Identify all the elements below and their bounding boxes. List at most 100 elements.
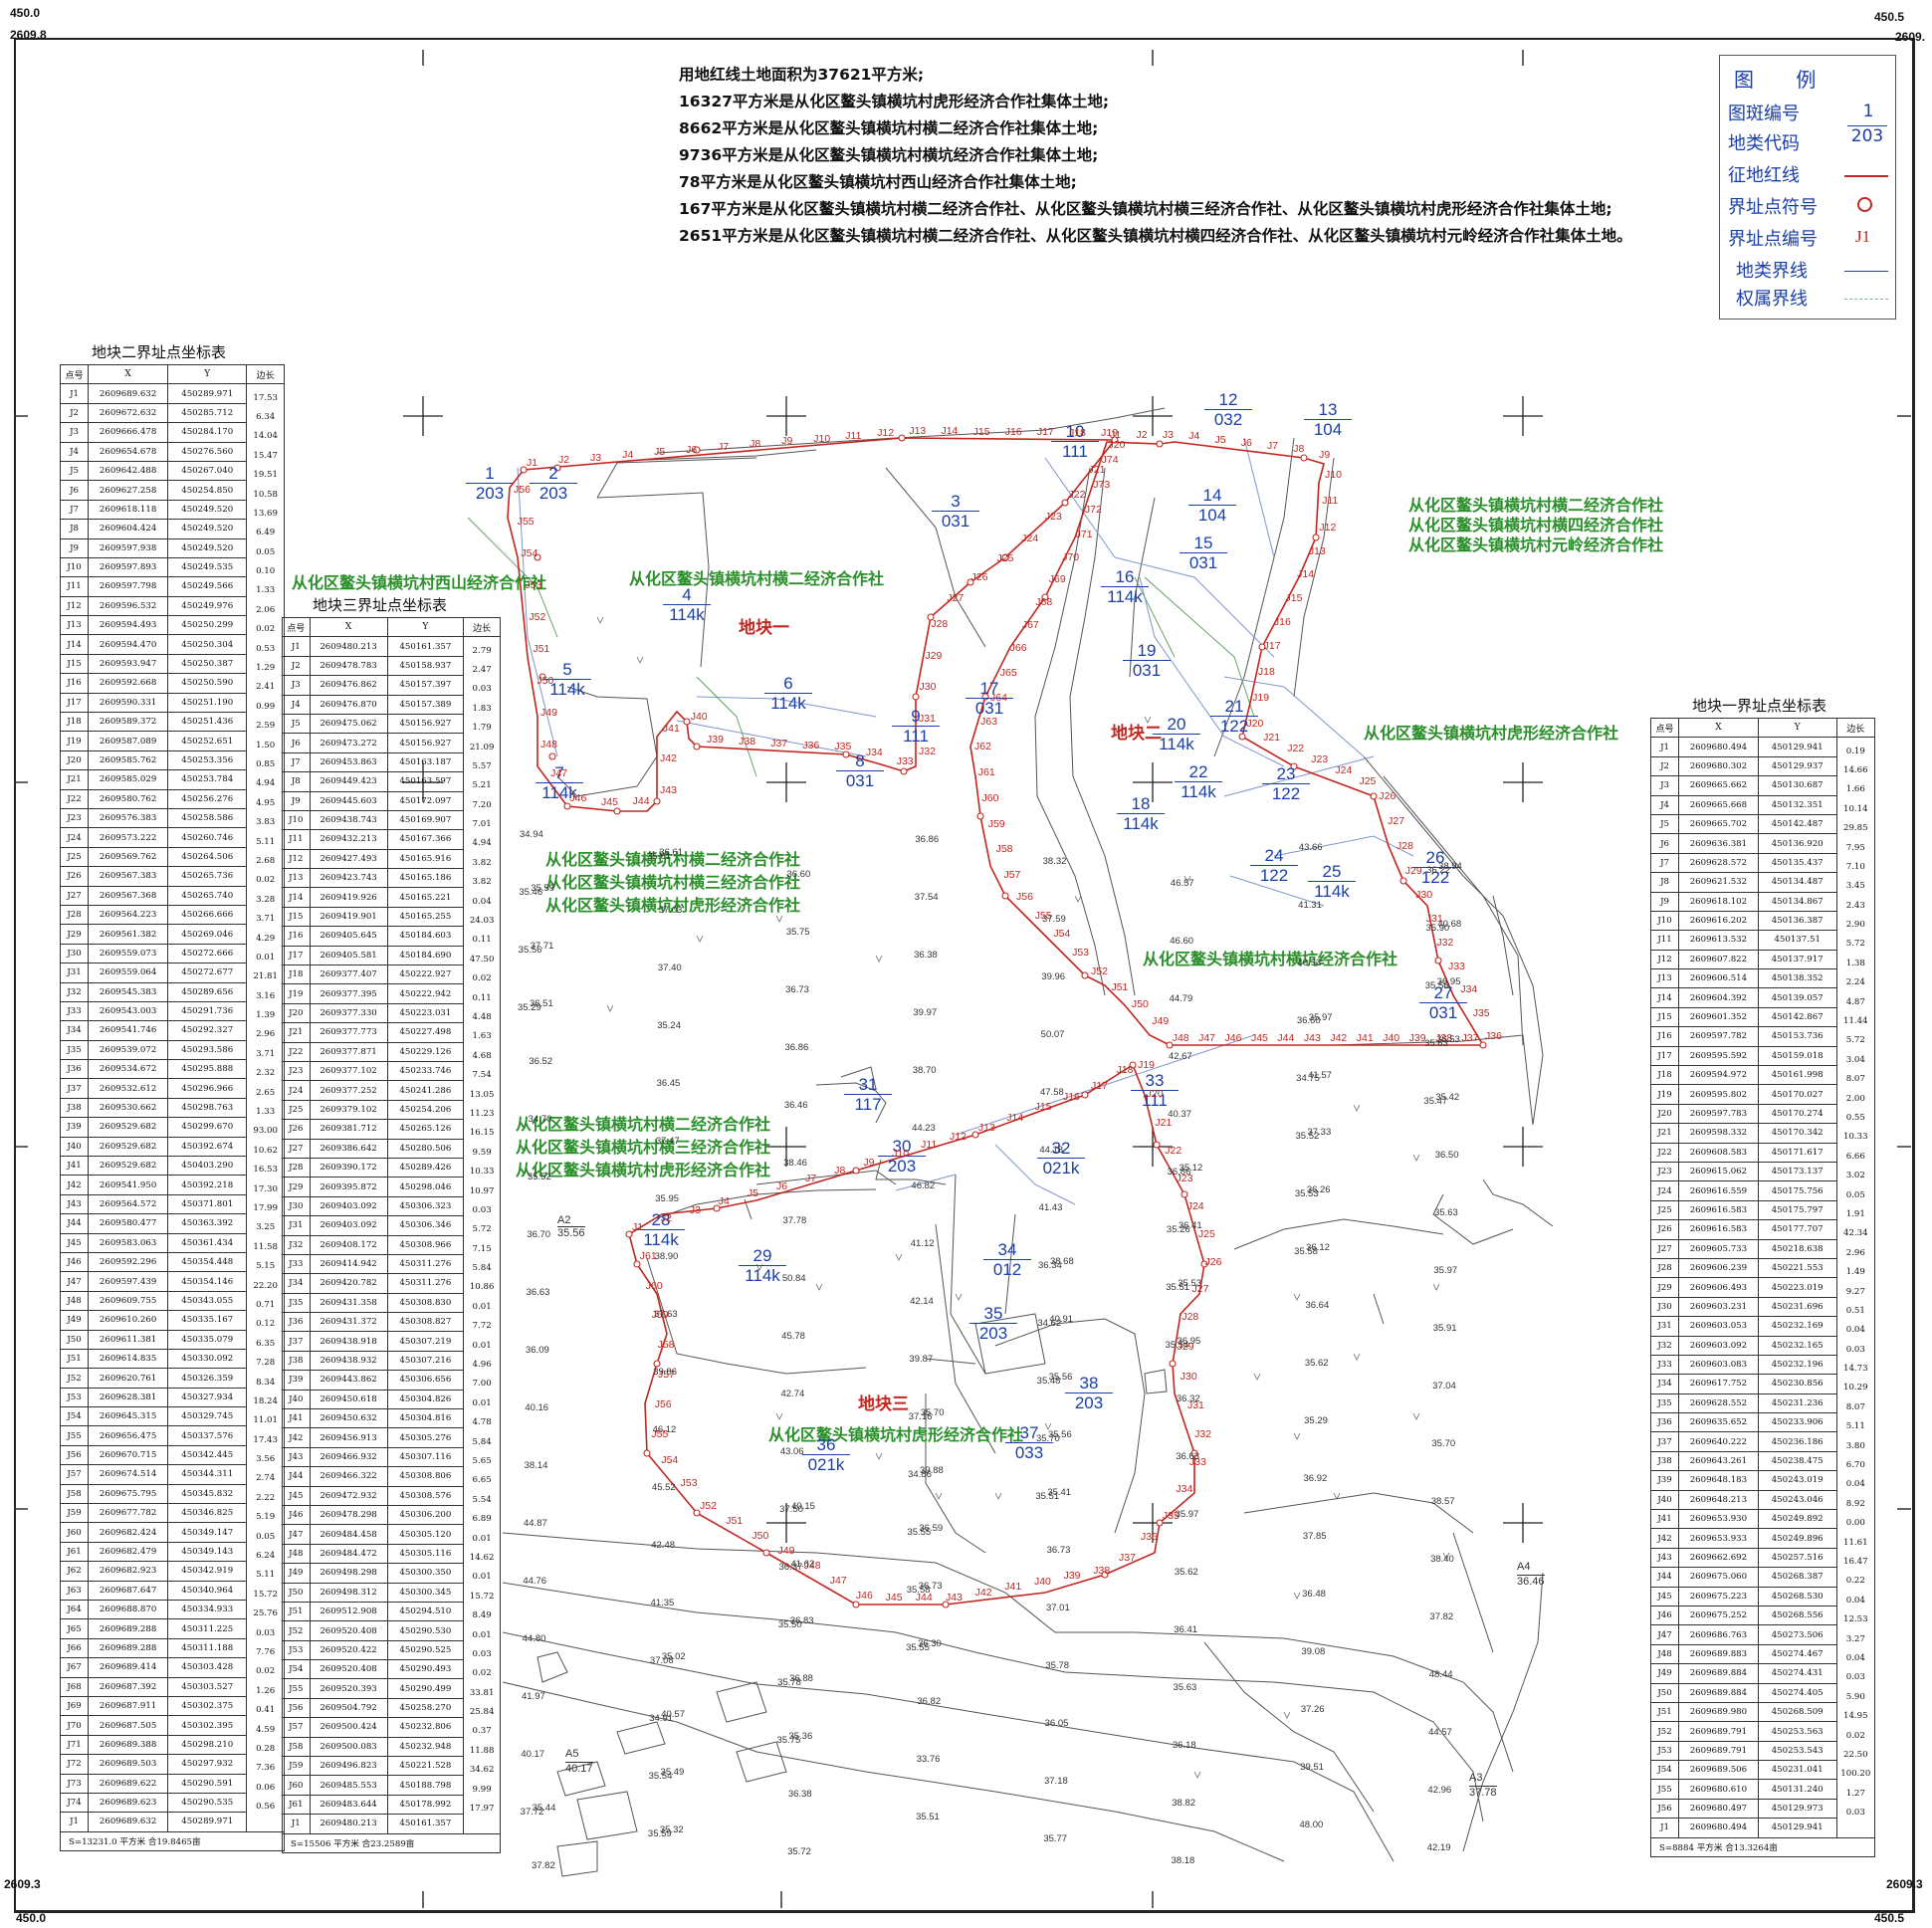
parcel-id: 25 bbox=[1322, 862, 1342, 881]
table-cell: J65 bbox=[59, 1618, 90, 1639]
edge-length-cell: 9.99 bbox=[463, 1775, 501, 1796]
boundary-point-id: J7 bbox=[718, 440, 730, 453]
table-cell: 450230.856 bbox=[1757, 1374, 1837, 1394]
elevation-label: 40.68 bbox=[1437, 918, 1462, 930]
elevation-label: 45.78 bbox=[781, 1331, 805, 1343]
edge-length: 1.50 bbox=[256, 740, 276, 750]
table-cell: J19 bbox=[59, 731, 90, 751]
edge-length-cell: 17.97 bbox=[463, 1795, 501, 1815]
legend-parcel-id: 1 bbox=[1862, 102, 1874, 121]
table-cell: J64 bbox=[59, 1599, 90, 1620]
table-cell: J8 bbox=[1649, 872, 1680, 893]
boundary-point-id: J14 bbox=[1297, 568, 1315, 581]
table-cell: 450265.740 bbox=[167, 885, 248, 906]
edge-length-cell: 0.02 bbox=[246, 615, 285, 635]
edge-length: 17.53 bbox=[253, 393, 278, 404]
parcel-id: 7 bbox=[554, 763, 564, 782]
table-cell: 2609666.478 bbox=[88, 422, 169, 443]
table-cell: 2609564.572 bbox=[88, 1193, 169, 1215]
elevation-label: 36.70 bbox=[527, 1228, 551, 1240]
table-cell: J12 bbox=[59, 595, 90, 617]
table-cell: 2609603.231 bbox=[1678, 1296, 1759, 1318]
table-cell: 2609480.213 bbox=[309, 636, 388, 657]
edge-length: 8.92 bbox=[1845, 1498, 1865, 1509]
table-cell: J21 bbox=[59, 769, 90, 790]
edge-length-cell: 10.97 bbox=[463, 1177, 501, 1197]
table-cell: 450342.919 bbox=[167, 1561, 248, 1582]
table-cell: J73 bbox=[59, 1773, 90, 1794]
boundary-point-id: J5 bbox=[747, 1187, 758, 1200]
elevation-label: 36.45 bbox=[656, 1078, 681, 1090]
table-cell: 2609627.258 bbox=[88, 480, 169, 501]
elevation-label: 36.26 bbox=[1306, 1184, 1331, 1196]
edge-length-cell: 1.83 bbox=[463, 695, 501, 715]
edge-length: 0.02 bbox=[256, 624, 276, 635]
table-cell: J18 bbox=[59, 712, 90, 733]
table-cell: J70 bbox=[59, 1715, 90, 1736]
note-line: 78平方米是从化区鳌头镇横坑村西山经济合作社集体土地; bbox=[679, 173, 1077, 191]
edge-length: 2.96 bbox=[1845, 1247, 1865, 1258]
table-cell: 2609680.494 bbox=[1678, 737, 1759, 757]
table-cell: 450335.167 bbox=[167, 1310, 248, 1331]
table-cell: 450260.746 bbox=[167, 827, 248, 848]
table-cell: 450268.556 bbox=[1757, 1605, 1837, 1626]
boundary-point-id: J45 bbox=[885, 1592, 903, 1604]
boundary-point-id: J64 bbox=[989, 691, 1007, 704]
edge-length-cell: 1.63 bbox=[463, 1022, 501, 1043]
edge-length: 0.00 bbox=[1845, 1518, 1865, 1529]
parcel-id: 18 bbox=[1131, 794, 1151, 813]
boundary-point-id: J70 bbox=[1062, 550, 1080, 563]
boundary-point-id: J21 bbox=[1263, 732, 1281, 745]
elevation-label: 35.70 bbox=[1431, 1437, 1456, 1449]
table-cell: 450159.018 bbox=[1757, 1045, 1837, 1067]
table-cell: 2609606.239 bbox=[1678, 1257, 1759, 1279]
corner-tl-left: 2609.8 bbox=[10, 28, 47, 42]
elevation-label: 36.30 bbox=[918, 1637, 942, 1649]
edge-length-cell: 1.66 bbox=[1835, 775, 1876, 796]
elevation-label: 36.60 bbox=[786, 869, 811, 881]
boundary-point-id: J12 bbox=[950, 1130, 966, 1143]
edge-length-cell: 3.45 bbox=[1835, 872, 1876, 893]
table-cell: 450258.270 bbox=[386, 1697, 465, 1719]
edge-length: 25.76 bbox=[253, 1608, 278, 1619]
edge-length-cell: 2.65 bbox=[246, 1078, 285, 1099]
table-cell: 2609545.383 bbox=[88, 981, 169, 1002]
table-cell: J44 bbox=[59, 1213, 90, 1234]
table-cell: 2609613.532 bbox=[1678, 930, 1759, 951]
table-cell: 2609585.762 bbox=[88, 750, 169, 771]
boundary-point-id: J8 bbox=[1293, 443, 1305, 456]
table-cell: 450243.019 bbox=[1757, 1470, 1837, 1491]
table-cell: 2609616.583 bbox=[1678, 1219, 1759, 1240]
table-cell: 2609386.642 bbox=[309, 1138, 388, 1159]
edge-length-cell: 4.94 bbox=[246, 769, 285, 790]
edge-length: 0.99 bbox=[256, 701, 276, 712]
edge-length-cell: 5.84 bbox=[463, 1254, 501, 1274]
boundary-point-id: J39 bbox=[1408, 1032, 1426, 1044]
table-cell: 450142.487 bbox=[1757, 813, 1837, 835]
table-cell: J56 bbox=[1649, 1798, 1680, 1820]
table-cell: J31 bbox=[282, 1215, 311, 1236]
edge-length: 1.38 bbox=[1845, 958, 1865, 968]
table-cell: 450298.763 bbox=[167, 1097, 248, 1119]
parcel-id: 30 bbox=[892, 1137, 912, 1156]
table-cell: 450134.487 bbox=[1757, 872, 1837, 893]
edge-length-cell: 16.53 bbox=[246, 1156, 285, 1176]
boundary-point-id: J43 bbox=[660, 784, 677, 797]
table-cell: 2609377.407 bbox=[309, 964, 388, 985]
elevation-label: 35.58 bbox=[1294, 1246, 1318, 1258]
edge-length-cell: 5.15 bbox=[246, 1252, 285, 1272]
